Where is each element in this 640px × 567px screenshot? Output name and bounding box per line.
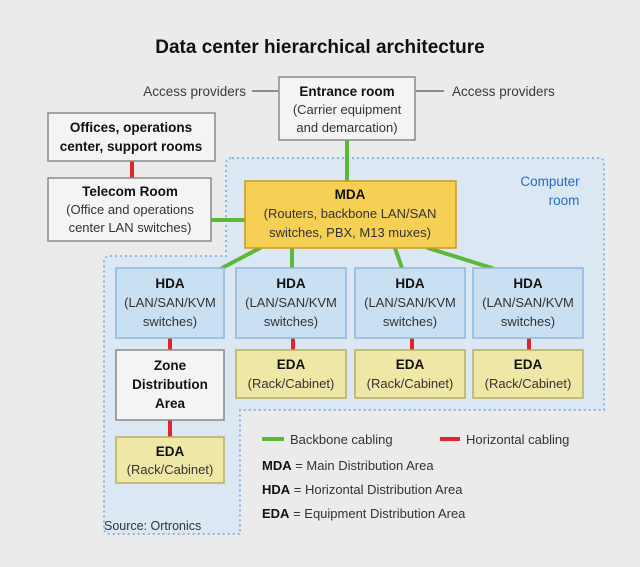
backbone-mda-hda4 xyxy=(426,246,494,270)
horizontal-links xyxy=(130,161,531,437)
hda-title: HDA xyxy=(513,276,542,291)
telecom-room-box: Telecom Room (Office and operations cent… xyxy=(47,177,212,242)
legend-text-hda: = Horizontal Distribution Area xyxy=(290,482,463,497)
backbone-mda-hda3 xyxy=(393,246,404,270)
legend-def-mda: MDA = Main Distribution Area xyxy=(262,458,434,473)
zone-line2: Distribution xyxy=(132,377,208,392)
hda-box-1: HDA (LAN/SAN/KVM switches) xyxy=(115,267,225,339)
legend-backbone-label: Backbone cabling xyxy=(290,432,393,447)
telecom-room-title: Telecom Room xyxy=(82,184,178,199)
eda-desc: (Rack/Cabinet) xyxy=(248,376,335,391)
hda-desc-line1: (LAN/SAN/KVM xyxy=(364,295,456,310)
access-providers-right: Access providers xyxy=(452,84,555,99)
legend-text-eda: = Equipment Distribution Area xyxy=(289,506,466,521)
entrance-room-title: Entrance room xyxy=(299,84,394,99)
legend-horizontal-label: Horizontal cabling xyxy=(466,432,569,447)
eda-desc: (Rack/Cabinet) xyxy=(485,376,572,391)
zone-line3: Area xyxy=(155,396,186,411)
hda-desc-line2: switches) xyxy=(264,314,318,329)
eda-title: EDA xyxy=(277,357,306,372)
hda-title: HDA xyxy=(276,276,305,291)
hda-title: HDA xyxy=(155,276,184,291)
hda-desc-line2: switches) xyxy=(143,314,197,329)
legend-abbr-eda: EDA xyxy=(262,506,290,521)
eda-title: EDA xyxy=(156,444,185,459)
hda-box-4: HDA (LAN/SAN/KVM switches) xyxy=(472,267,584,339)
backbone-mda-hda1 xyxy=(220,246,262,270)
legend: Backbone cabling Horizontal cabling MDA … xyxy=(262,432,569,521)
legend-def-eda: EDA = Equipment Distribution Area xyxy=(262,506,466,521)
hda-desc-line2: switches) xyxy=(501,314,555,329)
hda-box-2: HDA (LAN/SAN/KVM switches) xyxy=(235,267,347,339)
legend-text-mda: = Main Distribution Area xyxy=(292,458,435,473)
legend-def-hda: HDA = Horizontal Distribution Area xyxy=(262,482,463,497)
hda-title: HDA xyxy=(395,276,424,291)
hda-desc-line1: (LAN/SAN/KVM xyxy=(245,295,337,310)
diagram-title: Data center hierarchical architecture xyxy=(155,37,485,58)
computer-room-region xyxy=(103,157,605,535)
computer-room-label-line1: Computer xyxy=(520,174,580,189)
hda-desc-line2: switches) xyxy=(383,314,437,329)
eda-box-3: EDA (Rack/Cabinet) xyxy=(354,349,466,399)
mda-desc-line1: (Routers, backbone LAN/SAN xyxy=(264,206,437,221)
eda-desc: (Rack/Cabinet) xyxy=(127,462,214,477)
eda-box-1: EDA (Rack/Cabinet) xyxy=(115,436,225,484)
zone-line1: Zone xyxy=(154,358,187,373)
offices-box: Offices, operations center, support room… xyxy=(47,112,216,162)
telecom-room-desc-line2: center LAN switches) xyxy=(69,220,192,235)
backbone-links xyxy=(209,138,494,270)
hda-desc-line1: (LAN/SAN/KVM xyxy=(124,295,216,310)
entrance-room-desc-line1: (Carrier equipment xyxy=(293,102,402,117)
mda-title: MDA xyxy=(335,187,366,202)
eda-desc: (Rack/Cabinet) xyxy=(367,376,454,391)
source-credit: Source: Ortronics xyxy=(104,519,201,533)
eda-box-2: EDA (Rack/Cabinet) xyxy=(235,349,347,399)
legend-abbr-hda: HDA xyxy=(262,482,291,497)
access-providers-left: Access providers xyxy=(143,84,246,99)
eda-title: EDA xyxy=(396,357,425,372)
entrance-room-box: Entrance room (Carrier equipment and dem… xyxy=(278,76,416,141)
zone-distribution-box: Zone Distribution Area xyxy=(115,349,225,421)
offices-line1: Offices, operations xyxy=(70,120,192,135)
telecom-room-desc-line1: (Office and operations xyxy=(66,202,194,217)
hda-box-3: HDA (LAN/SAN/KVM switches) xyxy=(354,267,466,339)
mda-desc-line2: switches, PBX, M13 muxes) xyxy=(269,225,431,240)
computer-room-label-line2: room xyxy=(549,193,580,208)
eda-title: EDA xyxy=(514,357,543,372)
eda-box-4: EDA (Rack/Cabinet) xyxy=(472,349,584,399)
legend-abbr-mda: MDA xyxy=(262,458,292,473)
offices-line2: center, support rooms xyxy=(60,139,203,154)
entrance-room-desc-line2: and demarcation) xyxy=(296,120,397,135)
hda-desc-line1: (LAN/SAN/KVM xyxy=(482,295,574,310)
mda-box: MDA (Routers, backbone LAN/SAN switches,… xyxy=(244,180,457,249)
